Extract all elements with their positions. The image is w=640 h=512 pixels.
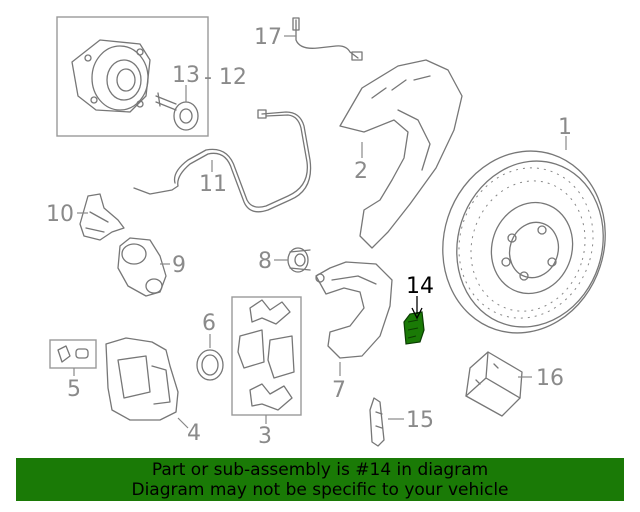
callout-9: 9	[172, 253, 186, 278]
callout-15: 15	[406, 408, 434, 433]
actuator-9-drawing	[117, 237, 167, 297]
brake-pads-drawing	[237, 299, 295, 411]
callout-13: 13	[172, 63, 200, 88]
caliper-bracket-7-drawing	[315, 261, 393, 359]
hub-assembly-box	[56, 16, 209, 137]
wear-sensor-17-drawing	[292, 17, 363, 61]
wheel-hub-drawing	[71, 39, 151, 113]
kit-5-box	[49, 339, 97, 369]
callout-6: 6	[202, 311, 216, 336]
splash-shield-drawing	[339, 59, 463, 249]
callout-14: 14	[406, 274, 434, 299]
callout-12: - 12	[204, 65, 247, 90]
banner-line-2: Diagram may not be specific to your vehi…	[131, 480, 509, 500]
banner-line-1: Part or sub-assembly is #14 in diagram	[151, 460, 489, 480]
part-14-highlight	[403, 311, 425, 345]
callout-3: 3	[258, 424, 272, 449]
caliper-4-drawing	[105, 337, 179, 421]
callout-5: 5	[67, 377, 81, 402]
callout-16: 16	[536, 366, 564, 391]
callout-17: 17	[254, 25, 282, 50]
callout-4: 4	[187, 421, 201, 446]
brake-rotor-drawing	[442, 150, 606, 334]
callout-8: 8	[258, 249, 272, 274]
wear-sensor-11-drawing	[133, 109, 312, 213]
brake-pads-box	[231, 296, 302, 416]
hub-bolt-drawing	[155, 92, 199, 131]
callout-1: 1	[558, 115, 572, 140]
callout-2: 2	[354, 159, 368, 184]
bushing-8-drawing	[287, 247, 311, 273]
bracket-10-drawing	[79, 193, 125, 241]
callout-11: 11	[199, 172, 227, 197]
callout-7: 7	[332, 378, 346, 403]
callout-10: 10	[46, 202, 74, 227]
seal-6-drawing	[196, 349, 224, 381]
callout-14-arrow	[411, 307, 423, 320]
module-16-drawing	[465, 351, 523, 417]
callout-4-leader	[177, 417, 189, 429]
info-banner: Part or sub-assembly is #14 in diagram D…	[16, 458, 624, 501]
kit-5-drawing	[57, 345, 89, 363]
clip-15-drawing	[369, 397, 385, 447]
